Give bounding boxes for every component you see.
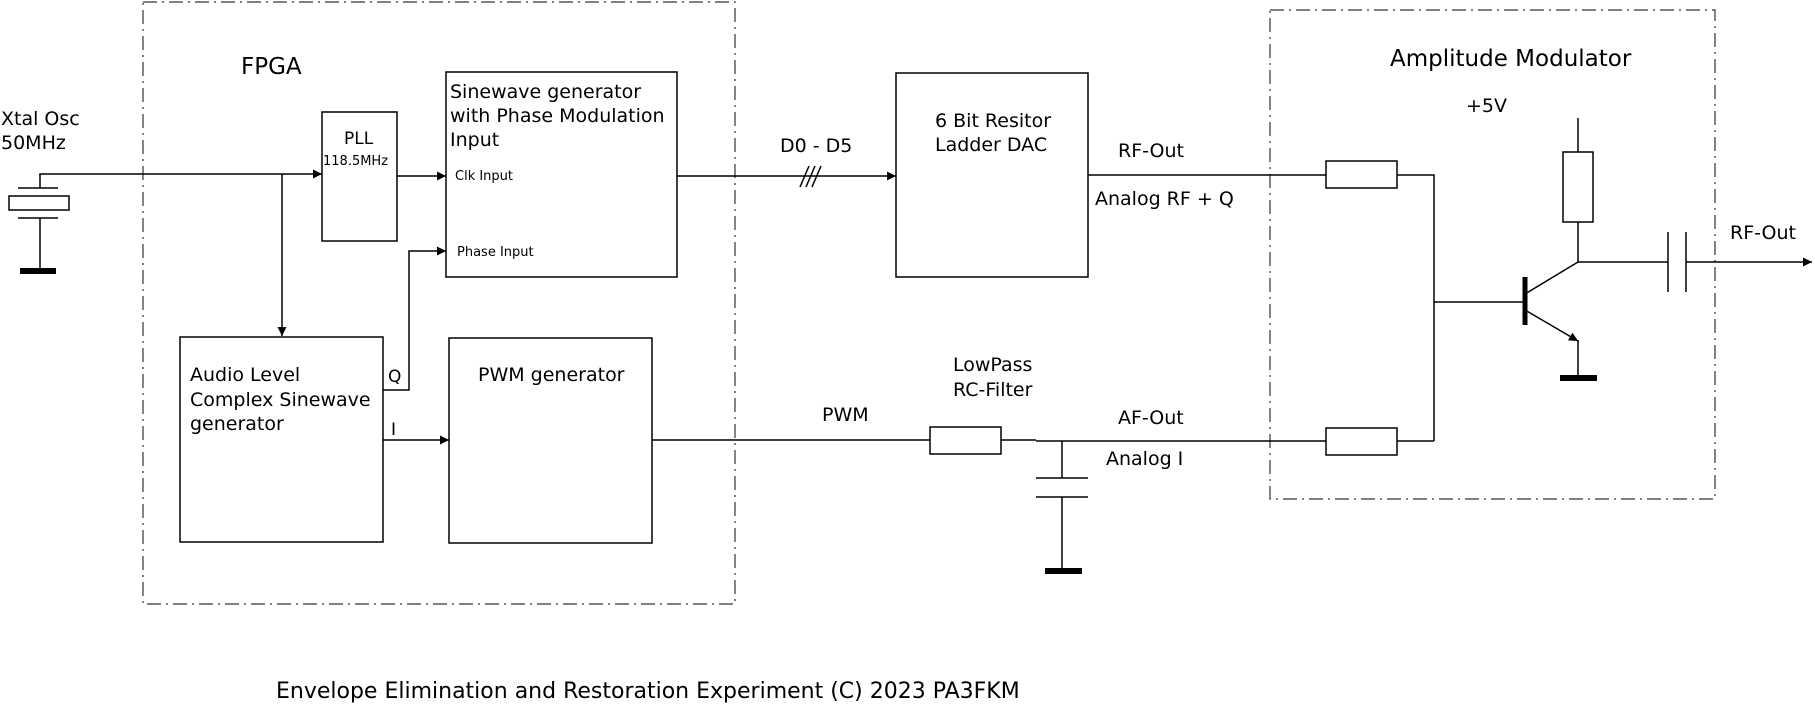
filter-label-line2: RC-Filter bbox=[953, 379, 1033, 401]
audio-generator-block bbox=[179, 336, 384, 543]
rf-out-dac-label: RF-Out bbox=[1118, 140, 1184, 162]
xtal-label-line2: 50MHz bbox=[1, 132, 66, 154]
af-out-label: AF-Out bbox=[1118, 407, 1184, 429]
pwm-generator-block bbox=[448, 337, 653, 544]
sinewave-generator-line1: Sinewave generator bbox=[450, 81, 641, 103]
diagram-caption: Envelope Elimination and Restoration Exp… bbox=[276, 679, 1020, 704]
filter-label-line1: LowPass bbox=[953, 354, 1032, 376]
pll-label: PLL bbox=[344, 129, 374, 149]
sinewave-generator-line2: with Phase Modulation bbox=[450, 105, 665, 127]
q-output-label: Q bbox=[388, 367, 401, 387]
fpga-title: FPGA bbox=[241, 54, 302, 80]
audio-generator-line3: generator bbox=[190, 413, 284, 435]
sinewave-generator-line3: Input bbox=[450, 129, 499, 151]
output-capacitor-icon bbox=[1667, 232, 1687, 292]
supply-voltage-label: +5V bbox=[1466, 95, 1507, 117]
pwm-generator-label: PWM generator bbox=[478, 364, 625, 386]
dac-block bbox=[895, 72, 1089, 278]
collector-resistor-icon bbox=[1562, 151, 1594, 223]
phase-input-port-label: Phase Input bbox=[457, 245, 534, 260]
i-output-label: I bbox=[391, 420, 396, 440]
xtal-label-line1: Xtal Osc bbox=[1, 108, 80, 130]
amplitude-modulator-title: Amplitude Modulator bbox=[1390, 46, 1632, 72]
pwm-signal-label: PWM bbox=[822, 404, 869, 426]
amplitude-modulator-boundary bbox=[1269, 9, 1716, 500]
fpga-boundary bbox=[142, 1, 736, 605]
crystal-oscillator-symbol: Xtal Osc 50MHz bbox=[1, 108, 80, 274]
dac-label-line2: Ladder DAC bbox=[935, 134, 1047, 156]
pll-frequency: 118.5MHz bbox=[323, 154, 388, 169]
analog-i-label: Analog I bbox=[1106, 448, 1183, 470]
filter-resistor-icon bbox=[929, 426, 1002, 455]
transistor-icon bbox=[1522, 261, 1579, 342]
clk-input-port-label: Clk Input bbox=[455, 169, 513, 184]
audio-generator-line2: Complex Sinewave bbox=[190, 389, 371, 411]
bus-label: D0 - D5 bbox=[780, 135, 852, 157]
af-resistor-icon bbox=[1325, 427, 1398, 456]
dac-label-line1: 6 Bit Resitor bbox=[935, 110, 1051, 132]
sinewave-generator-block bbox=[445, 71, 678, 278]
pll-block bbox=[321, 111, 398, 242]
filter-capacitor-icon bbox=[1036, 441, 1088, 569]
rf-resistor-icon bbox=[1325, 160, 1398, 189]
rf-out-final-label: RF-Out bbox=[1730, 222, 1796, 244]
analog-rf-label: Analog RF + Q bbox=[1095, 188, 1234, 210]
audio-generator-line1: Audio Level bbox=[190, 364, 300, 386]
bus-slash-icon bbox=[799, 165, 822, 188]
